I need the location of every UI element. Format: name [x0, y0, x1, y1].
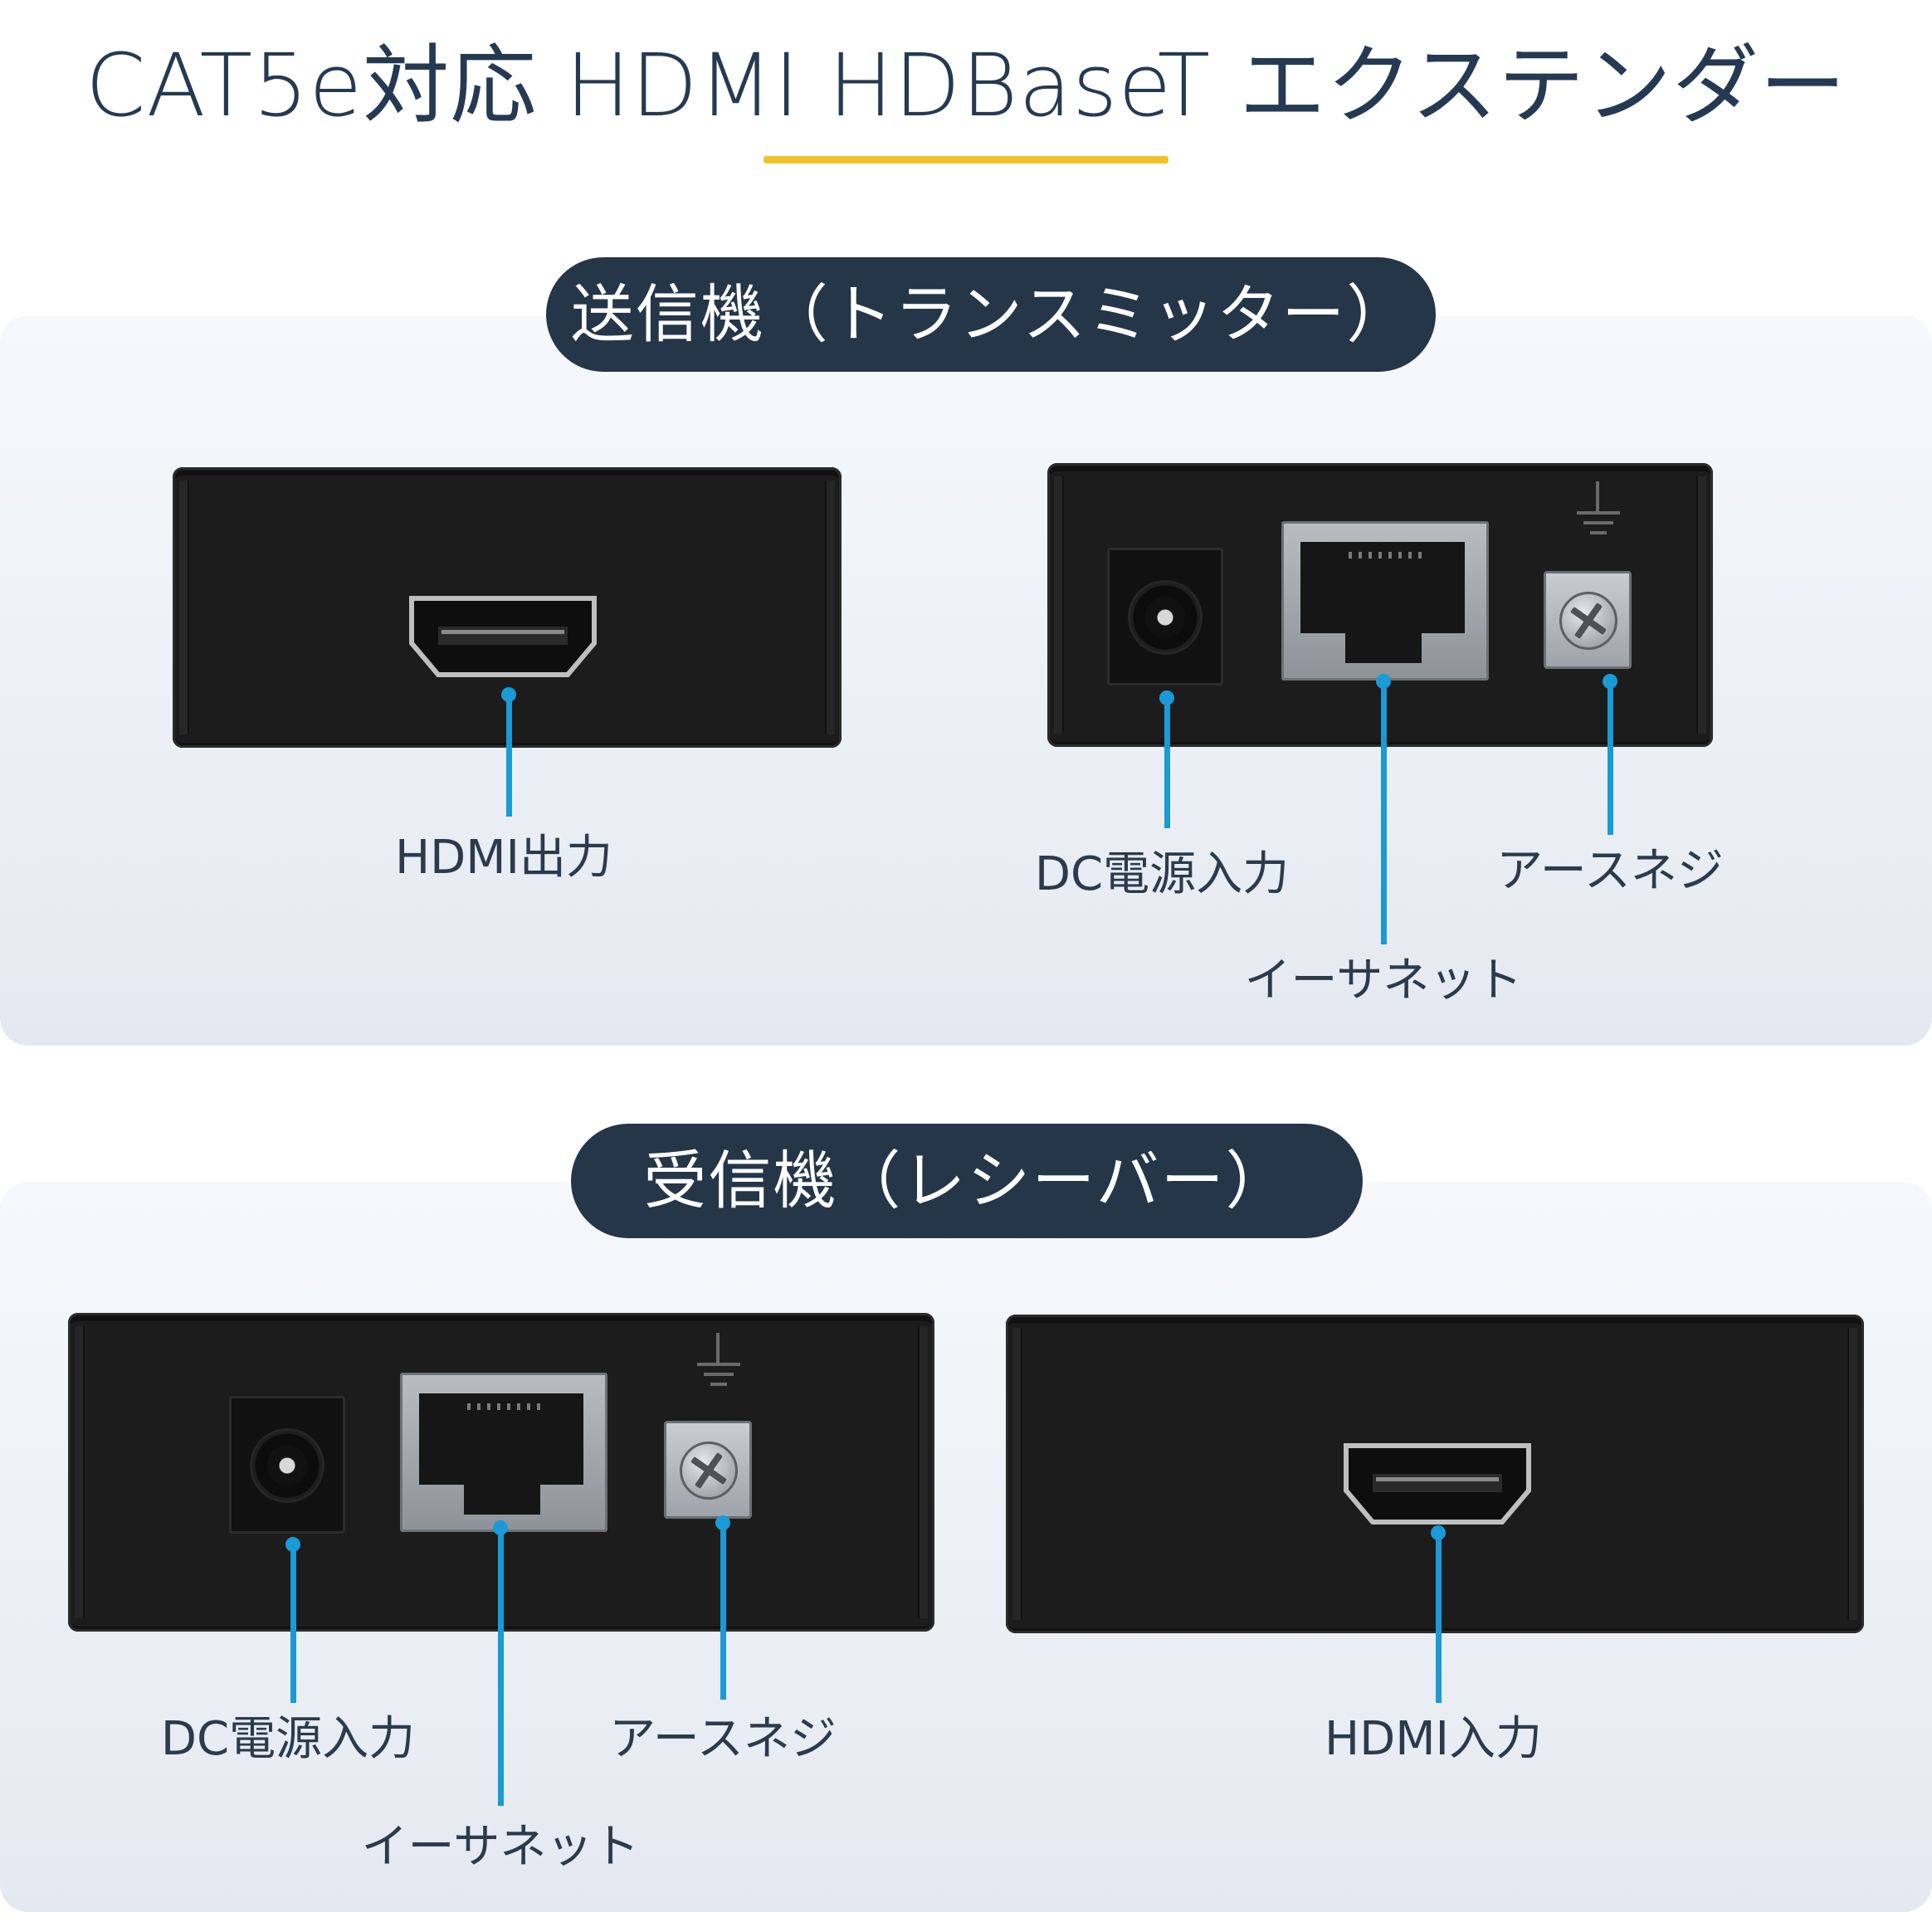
rx-dc-in-label: DC電源入力: [160, 1712, 416, 1766]
ground-screw-icon: [1544, 571, 1632, 669]
tx-ground-screw-label: アースネジ: [1496, 844, 1724, 898]
rx-dc-callout-line: [290, 1544, 296, 1703]
hdmi-port-icon: [1344, 1443, 1531, 1525]
hdmi-out-callout-line: [506, 694, 512, 817]
hdmi-port-icon: [409, 596, 597, 677]
tx-ethernet-label: イーサネット: [1244, 954, 1523, 1007]
page-title: CAT5e対応 HDMI HDBaseT エクステンダー: [85, 35, 1847, 136]
title-underline: [764, 156, 1168, 163]
rx-ground-callout-line: [720, 1522, 726, 1700]
hdmi-in-label: HDMI入力: [1324, 1712, 1543, 1766]
hdmi-out-label: HDMI出力: [394, 831, 613, 885]
ground-screw-icon: [664, 1421, 752, 1519]
rx-ethernet-callout-line: [498, 1527, 504, 1806]
receiver-heading: 受信機（レシーバー）: [571, 1124, 1363, 1238]
tx-ethernet-callout-line: [1381, 681, 1387, 944]
receiver-front-device: [1006, 1315, 1864, 1633]
transmitter-heading: 送信機（トランスミッター）: [546, 257, 1436, 372]
dc-power-jack-icon: [1107, 548, 1223, 685]
transmitter-front-device: [173, 467, 842, 748]
tx-dc-callout-line: [1164, 697, 1170, 828]
hdmi-in-callout-line: [1436, 1532, 1442, 1703]
rx-ground-screw-label: アースネジ: [609, 1712, 837, 1766]
ethernet-port-icon: [1281, 521, 1489, 681]
tx-ground-callout-line: [1608, 681, 1613, 835]
rx-ethernet-label: イーサネット: [361, 1820, 640, 1874]
ethernet-port-icon: [400, 1373, 607, 1532]
ground-symbol-icon: [1577, 481, 1620, 534]
receiver-back-device: [68, 1313, 934, 1632]
ground-symbol-icon: [697, 1333, 740, 1386]
tx-dc-in-label: DC電源入力: [1034, 847, 1290, 901]
transmitter-back-device: [1047, 463, 1713, 747]
dc-power-jack-icon: [229, 1396, 345, 1534]
